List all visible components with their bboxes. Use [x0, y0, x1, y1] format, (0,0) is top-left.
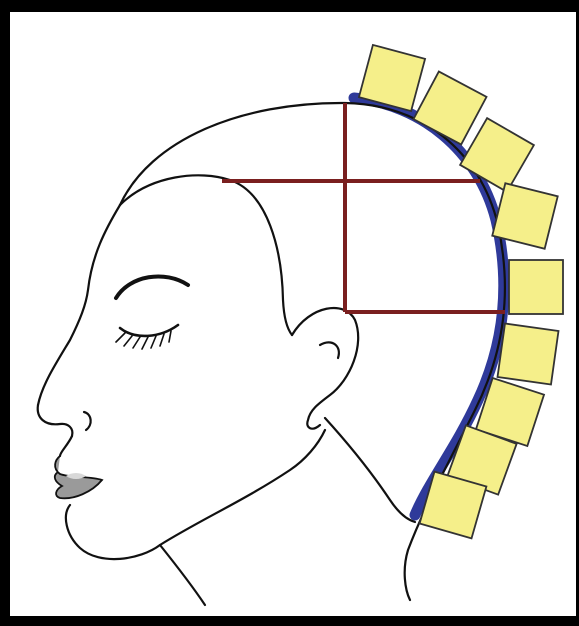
ear-icon — [292, 308, 358, 429]
eye-closed — [120, 325, 178, 336]
foil-square-icon — [492, 183, 557, 248]
foil-squares — [359, 45, 563, 538]
foil-square-icon — [413, 71, 486, 144]
eyebrow — [116, 276, 188, 298]
chin — [66, 505, 160, 559]
neck-front — [160, 545, 205, 605]
ear-inner — [320, 342, 339, 358]
jaw — [160, 430, 325, 545]
hair-sectioning-diagram — [10, 12, 576, 616]
foil-square-icon — [509, 260, 563, 314]
neck-back — [325, 418, 415, 522]
nostril-icon — [84, 412, 91, 430]
foil-square-icon — [498, 324, 559, 385]
lips — [55, 456, 102, 498]
head-profile-icon — [38, 103, 505, 605]
diagram-panel — [10, 12, 576, 616]
forehead — [38, 205, 120, 405]
mouth-line — [60, 436, 72, 456]
hairline — [120, 175, 292, 335]
nose — [38, 405, 73, 436]
